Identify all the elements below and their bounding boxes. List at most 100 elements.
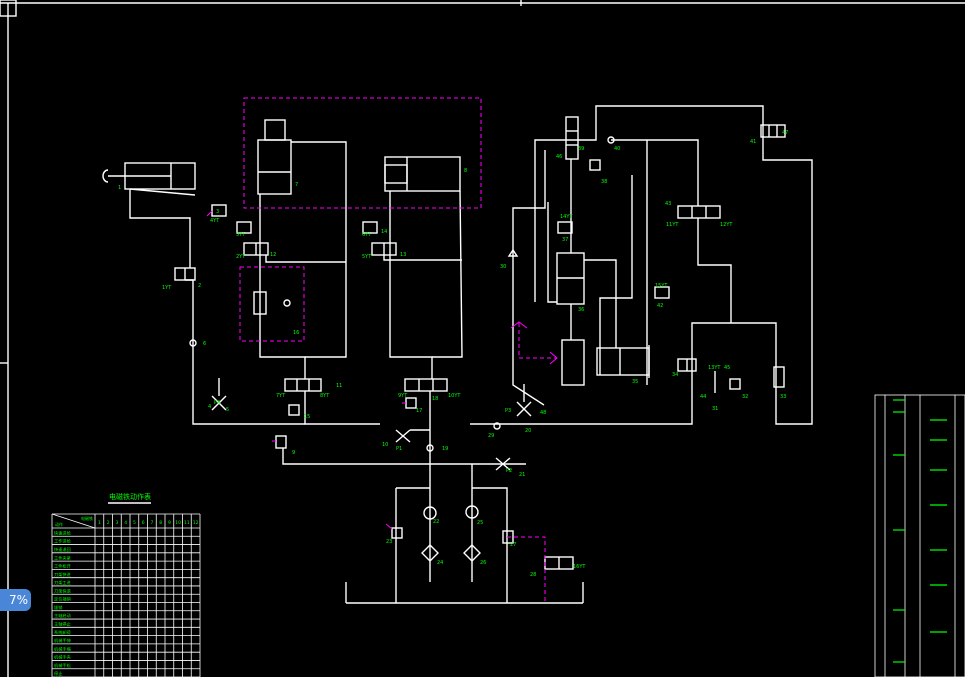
table-row-label: 机械手伸 [54,637,71,644]
clamp-cylinder-8 [384,156,461,192]
part-label-l25: 25 [477,520,483,526]
part-label-l18: 18 [432,396,438,402]
table-row-label: 主轴启动 [54,612,71,619]
tank [345,582,584,604]
part-label-l5: 5 [226,407,229,413]
part-label-s8: 8YT [320,393,330,399]
table-row-label: 主轴停止 [54,621,71,628]
part-label-l8: 8 [464,168,467,174]
table-header-top: 电磁铁 [81,515,93,521]
part-label-l40: 40 [614,146,620,152]
part-label-l10: 10 [382,442,388,448]
zoom-level-indicator[interactable]: 7% [0,589,31,611]
part-label-p3: P3 [505,408,511,414]
part-label-l30: 30 [500,264,506,270]
table-row-label: 工件夹紧 [54,554,71,561]
part-label-s6: 6YT [362,232,372,238]
part-label-l16: 16 [293,330,299,336]
table-row-label: 刀架快退 [54,587,72,594]
part-label-p1: P1 [396,446,402,452]
part-label-s10: 10YT [448,393,461,399]
part-label-l1: 1 [118,185,121,191]
table-column-header: 9 [168,520,171,526]
part-label-l34: 34 [672,372,678,378]
part-label-l24: 24 [437,560,443,566]
part-label-l46: 46 [556,154,562,160]
table-row-label: 刀架快进 [54,571,72,578]
part-label-p4: P4 [214,400,220,406]
table-row-label: 工作进给 [54,538,71,545]
part-label-l32: 32 [742,394,748,400]
part-label-l23: 23 [386,539,392,545]
table-row-label: 机械手缩 [54,645,71,652]
part-label-l3: 3 [216,209,219,215]
part-label-l15: 15 [304,414,310,420]
part-label-l12: 12 [270,252,276,258]
part-label-l27: 27 [510,542,516,548]
table-column-header: 2 [107,520,110,526]
part-label-l44: 44 [700,394,706,400]
table-row-label: 定位插销 [54,596,71,603]
part-label-l37: 37 [562,237,568,243]
part-label-s3: 3YT [236,232,246,238]
part-label-l26: 26 [480,560,486,566]
part-label-l43: 43 [665,201,671,207]
table-column-header: 4 [124,520,127,526]
part-label-s13: 13YT [708,365,721,371]
parts-list-table [874,394,965,677]
table-column-header: 8 [159,520,162,526]
part-label-l36: 36 [578,307,584,313]
part-label-l21: 21 [519,472,525,478]
table-column-header: 11 [184,520,190,526]
table-column-header: 10 [175,520,181,526]
part-label-l2: 2 [198,283,201,289]
part-label-l14: 14 [381,229,387,235]
part-label-s16: 16YT [573,564,586,570]
part-label-l33: 33 [780,394,786,400]
part-label-l17: 17 [416,408,422,414]
part-label-l6: 6 [203,341,206,347]
part-label-l35: 35 [632,379,638,385]
part-label-s2: 2YT [236,254,246,260]
table-row-label: 系统卸荷 [54,629,71,636]
action-table-title-group: 电磁铁动作表 [108,492,151,504]
table-row-label: 机械手夹 [54,654,71,661]
pipelines-right [470,105,813,425]
table-row-label: 机械手松 [54,662,71,669]
clamp-cylinder-7 [257,119,292,195]
pipelines-left [129,141,526,603]
part-label-s1: 1YT [162,285,172,291]
part-label-l38: 38 [601,179,607,185]
table-row-label: 拔销 [54,604,62,611]
part-label-l11: 11 [336,383,342,389]
table-row-label: 刀架工进 [54,579,72,586]
part-label-s15: 15YT [655,283,668,289]
valve-body-21 [561,339,585,386]
table-column-header: 12 [193,520,199,526]
cylinder-38 [596,345,650,378]
cylinder-1 [102,162,196,196]
part-label-l31: 31 [712,406,718,412]
part-label-l22: 22 [433,519,439,525]
part-label-l41: 41 [750,139,756,145]
table-column-header: 6 [142,520,145,526]
part-label-p2: P2 [506,468,512,474]
table-gridline [51,513,96,529]
magenta-markers [206,210,558,530]
table-row-label: 快速进给 [54,529,71,536]
table-column-header: 1 [98,520,101,526]
table-row-label: 停止 [54,670,62,677]
part-label-l20: 20 [525,428,531,434]
table-header-corner: 动作 [55,521,63,527]
part-label-l19: 19 [442,446,448,452]
parts-list-green-marks [893,399,947,663]
part-label-l29: 29 [488,433,494,439]
part-label-s5: 5YT [362,254,372,260]
pumps-and-filters [421,248,519,562]
part-label-s14: 14YT [560,214,573,220]
part-label-l47: 47 [782,130,788,136]
table-column-header: 3 [115,520,118,526]
pressure-switches [211,204,785,388]
directional-valves [174,116,721,570]
